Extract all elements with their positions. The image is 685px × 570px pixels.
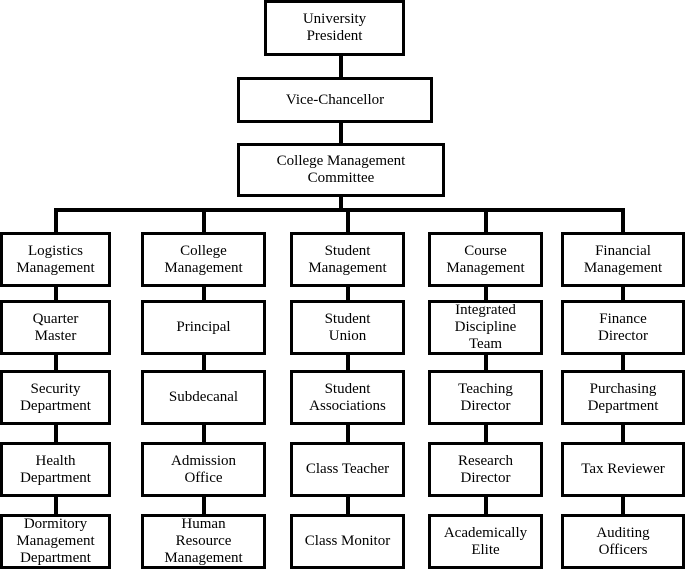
course-item-box: Research Director [428, 442, 543, 497]
logistics-item-box: Quarter Master [0, 300, 111, 355]
logistics-item-box: Security Department [0, 370, 111, 425]
connector-logistics-3 [53, 497, 58, 514]
bus-line [53, 208, 625, 212]
course-head-box: Course Management [428, 232, 543, 287]
connector-college-2 [201, 425, 206, 442]
connector-logistics-2 [53, 425, 58, 442]
connector-college-3 [201, 497, 206, 514]
connector-bus-course [483, 210, 488, 232]
college-item-box: Principal [141, 300, 266, 355]
course-item-box: Teaching Director [428, 370, 543, 425]
college-head-box: College Management [141, 232, 266, 287]
financial-item-box: Auditing Officers [561, 514, 685, 569]
student-item-box: Class Teacher [290, 442, 405, 497]
connector-course-1 [483, 355, 488, 370]
course-item-box: Integrated Discipline Team [428, 300, 543, 355]
connector-financial-3 [621, 497, 625, 514]
connector-student-0 [345, 287, 350, 300]
president-box: University President [264, 0, 405, 56]
student-head-box: Student Management [290, 232, 405, 287]
connector-financial-0 [621, 287, 625, 300]
logistics-item-box: Dormitory Management Department [0, 514, 111, 569]
connector-vice-committee [339, 123, 343, 143]
college-item-box: Subdecanal [141, 370, 266, 425]
connector-student-2 [345, 425, 350, 442]
student-item-box: Student Union [290, 300, 405, 355]
logistics-head-box: Logistics Management [0, 232, 111, 287]
connector-president-vice [339, 56, 343, 77]
financial-head-box: Financial Management [561, 232, 685, 287]
financial-item-box: Finance Director [561, 300, 685, 355]
connector-course-3 [483, 497, 488, 514]
connector-college-1 [201, 355, 206, 370]
financial-item-box: Purchasing Department [561, 370, 685, 425]
connector-bus-student [345, 210, 350, 232]
connector-student-1 [345, 355, 350, 370]
committee-box: College Management Committee [237, 143, 445, 197]
logistics-item-box: Health Department [0, 442, 111, 497]
connector-course-0 [483, 287, 488, 300]
connector-course-2 [483, 425, 488, 442]
student-item-box: Class Monitor [290, 514, 405, 569]
college-item-box: Admission Office [141, 442, 266, 497]
connector-financial-2 [621, 425, 625, 442]
connector-bus-financial [621, 210, 625, 232]
connector-college-0 [201, 287, 206, 300]
connector-committee-bus [339, 197, 343, 210]
course-item-box: Academically Elite [428, 514, 543, 569]
vice-chancellor-box: Vice-Chancellor [237, 77, 433, 123]
connector-financial-1 [621, 355, 625, 370]
financial-item-box: Tax Reviewer [561, 442, 685, 497]
connector-logistics-0 [53, 287, 58, 300]
connector-bus-logistics [53, 210, 58, 232]
connector-student-3 [345, 497, 350, 514]
connector-bus-college [201, 210, 206, 232]
connector-logistics-1 [53, 355, 58, 370]
student-item-box: Student Associations [290, 370, 405, 425]
college-item-box: Human Resource Management [141, 514, 266, 569]
